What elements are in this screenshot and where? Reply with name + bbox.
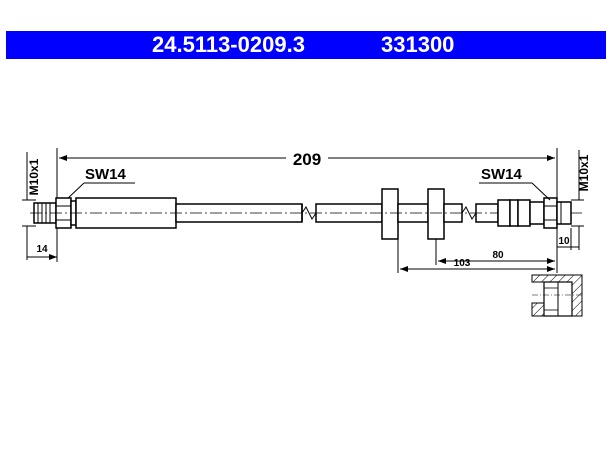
right-thread-dimension: M10x1 bbox=[571, 150, 591, 250]
hose-body bbox=[175, 188, 499, 240]
left-fitting-length-label: 14 bbox=[36, 244, 48, 255]
dimension-80-label: 80 bbox=[492, 250, 504, 261]
right-fitting bbox=[497, 197, 572, 229]
overall-length-label: 209 bbox=[293, 150, 321, 169]
right-wrench-dimension: SW14 bbox=[479, 166, 551, 201]
right-fitting-length-label: 10 bbox=[558, 236, 570, 247]
right-wrench-label: SW14 bbox=[481, 166, 523, 183]
left-wrench-label: SW14 bbox=[85, 166, 127, 183]
reference-number: 331300 bbox=[381, 32, 455, 57]
dimension-103-label: 103 bbox=[454, 258, 471, 269]
dimension-103: 103 bbox=[397, 228, 558, 273]
right-fitting-length-dimension: 10 bbox=[556, 228, 579, 250]
dimension-80: 80 bbox=[435, 239, 555, 265]
left-wrench-dimension: SW14 bbox=[65, 166, 135, 201]
right-thread-label: M10x1 bbox=[577, 154, 591, 191]
left-thread-dimension: M10x1 bbox=[22, 152, 41, 260]
title-banner: 24.5113-0209.3 331300 bbox=[6, 31, 606, 59]
port-section-detail bbox=[531, 274, 583, 317]
left-thread-label: M10x1 bbox=[27, 158, 41, 195]
left-fitting-length-dimension: 14 bbox=[27, 226, 58, 262]
part-number: 24.5113-0209.3 bbox=[152, 32, 305, 57]
overall-length-dimension: 209 bbox=[56, 148, 558, 200]
